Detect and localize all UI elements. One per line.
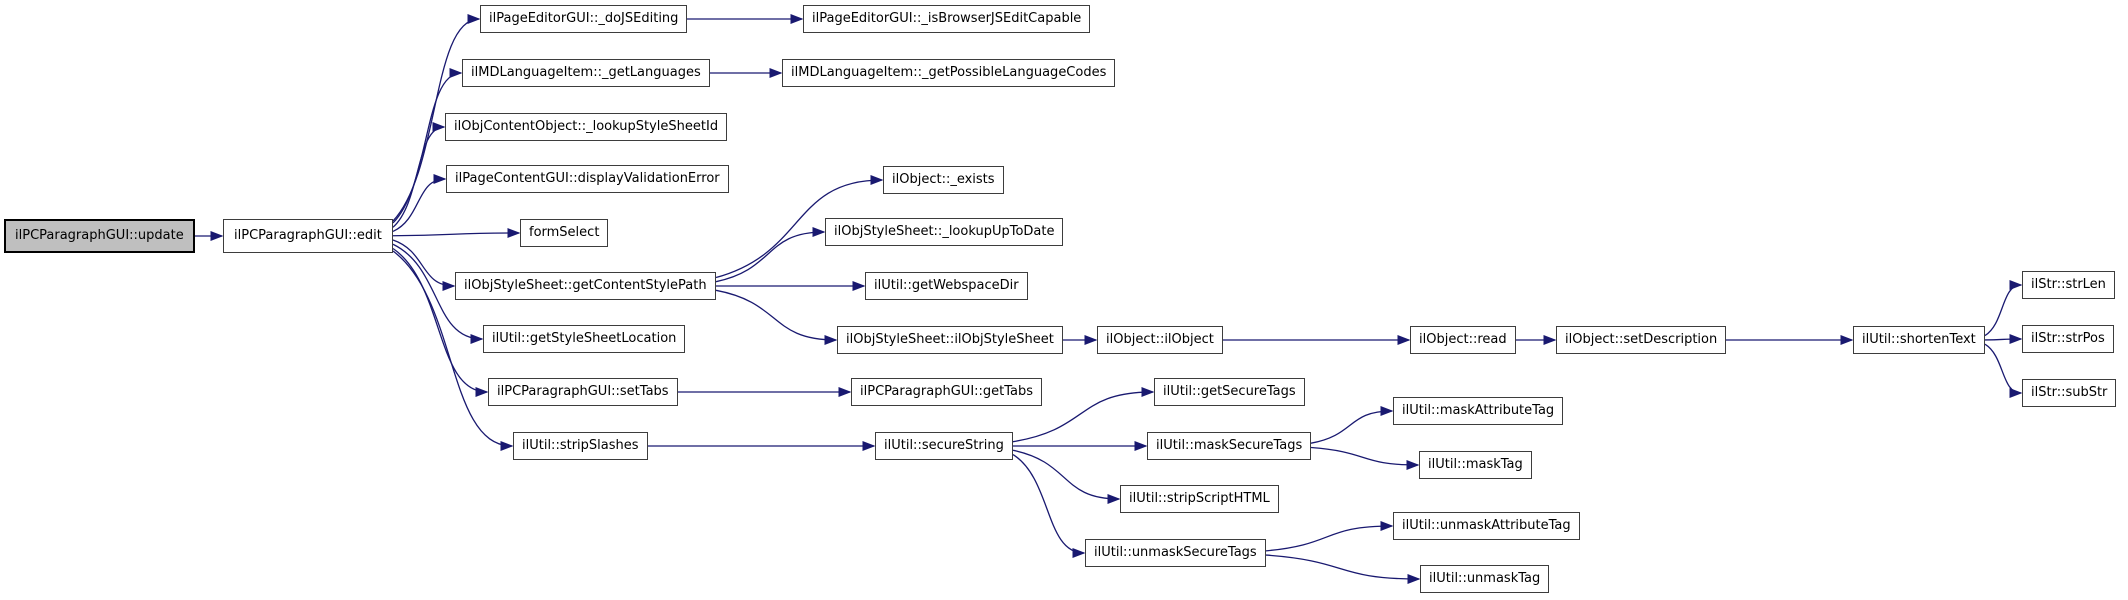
edge-group [195, 14, 2023, 584]
node-getTabs[interactable]: ilPCParagraphGUI::getTabs [851, 378, 1043, 406]
node-lookupStyleSheetId[interactable]: ilObjContentObject::_lookupStyleSheetId [445, 113, 728, 141]
edge-shortenText-to-strLen [1984, 280, 2023, 337]
node-shortenText[interactable]: ilUtil::shortenText [1853, 326, 1985, 354]
edge-edit-to-getContentStylePath [392, 239, 456, 291]
node-maskSecureTags[interactable]: ilUtil::maskSecureTags [1147, 432, 1312, 460]
node-getLanguages[interactable]: ilMDLanguageItem::_getLanguages [462, 59, 710, 87]
node-subStr[interactable]: ilStr::subStr [2022, 379, 2117, 407]
node-maskTag[interactable]: ilUtil::maskTag [1419, 451, 1532, 479]
edge-edit-to-displayValidationError [392, 174, 447, 233]
node-objStyleSheetCtor[interactable]: ilObjStyleSheet::ilObjStyleSheet [837, 326, 1063, 354]
edge-maskSecureTags-to-maskTag [1310, 446, 1420, 470]
node-maskAttributeTag[interactable]: ilUtil::maskAttributeTag [1393, 397, 1564, 425]
edge-edit-to-getLanguages [392, 68, 463, 224]
node-lookupUpToDate[interactable]: ilObjStyleSheet::_lookupUpToDate [825, 218, 1064, 246]
node-edit[interactable]: ilPCParagraphGUI::edit [223, 219, 393, 253]
node-setTabs[interactable]: ilPCParagraphGUI::setTabs [488, 378, 678, 406]
node-secureString[interactable]: ilUtil::secureString [875, 432, 1013, 460]
edge-edit-to-setTabs [392, 247, 489, 397]
node-getWebspaceDir[interactable]: ilUtil::getWebspaceDir [865, 272, 1028, 300]
node-stripScriptHTML[interactable]: ilUtil::stripScriptHTML [1120, 485, 1279, 513]
edge-edit-to-formSelect [392, 228, 521, 239]
node-exists[interactable]: ilObject::_exists [883, 166, 1004, 194]
edge-shortenText-to-strPos [1984, 334, 2023, 345]
node-displayValidationError[interactable]: ilPageContentGUI::displayValidationError [446, 165, 729, 193]
node-strPos[interactable]: ilStr::strPos [2022, 325, 2114, 353]
node-getSecureTags[interactable]: ilUtil::getSecureTags [1154, 378, 1305, 406]
node-read[interactable]: ilObject::read [1410, 326, 1516, 354]
edge-shortenText-to-subStr [1984, 343, 2023, 398]
node-update: ilPCParagraphGUI::update [4, 219, 195, 253]
node-unmaskTag[interactable]: ilUtil::unmaskTag [1420, 565, 1550, 593]
edge-unmaskSecureTags-to-unmaskTag [1265, 554, 1421, 584]
node-setDescription[interactable]: ilObject::setDescription [1556, 326, 1727, 354]
edge-getContentStylePath-to-lookupUpToDate [715, 227, 826, 283]
edge-edit-to-stripSlashes [392, 250, 514, 451]
node-strLen[interactable]: ilStr::strLen [2022, 271, 2115, 299]
edge-getContentStylePath-to-exists [715, 175, 884, 279]
node-getPossibleLanguageCodes[interactable]: ilMDLanguageItem::_getPossibleLanguageCo… [782, 59, 1116, 87]
node-isBrowserJSEditCapable[interactable]: ilPageEditorGUI::_isBrowserJSEditCapable [803, 5, 1091, 33]
edge-edit-to-lookupStyleSheetId [392, 122, 446, 228]
node-doJSEditing[interactable]: ilPageEditorGUI::_doJSEditing [480, 5, 688, 33]
node-getContentStylePath[interactable]: ilObjStyleSheet::getContentStylePath [455, 272, 716, 300]
edge-getContentStylePath-to-objStyleSheetCtor [715, 289, 838, 345]
edge-edit-to-getStyleSheetLocation [392, 243, 484, 344]
edge-unmaskSecureTags-to-unmaskAttributeTag [1265, 521, 1394, 552]
node-unmaskAttributeTag[interactable]: ilUtil::unmaskAttributeTag [1393, 512, 1580, 540]
node-unmaskSecureTags[interactable]: ilUtil::unmaskSecureTags [1085, 539, 1266, 567]
node-objectCtor[interactable]: ilObject::ilObject [1097, 326, 1223, 354]
edge-secureString-to-stripScriptHTML [1012, 449, 1121, 504]
edge-secureString-to-getSecureTags [1012, 387, 1155, 443]
node-formSelect[interactable]: formSelect [520, 219, 609, 247]
edge-maskSecureTags-to-maskAttributeTag [1310, 406, 1394, 444]
edge-secureString-to-unmaskSecureTags [1012, 454, 1086, 558]
node-stripSlashes[interactable]: ilUtil::stripSlashes [513, 432, 648, 460]
node-getStyleSheetLocation[interactable]: ilUtil::getStyleSheetLocation [483, 325, 686, 353]
